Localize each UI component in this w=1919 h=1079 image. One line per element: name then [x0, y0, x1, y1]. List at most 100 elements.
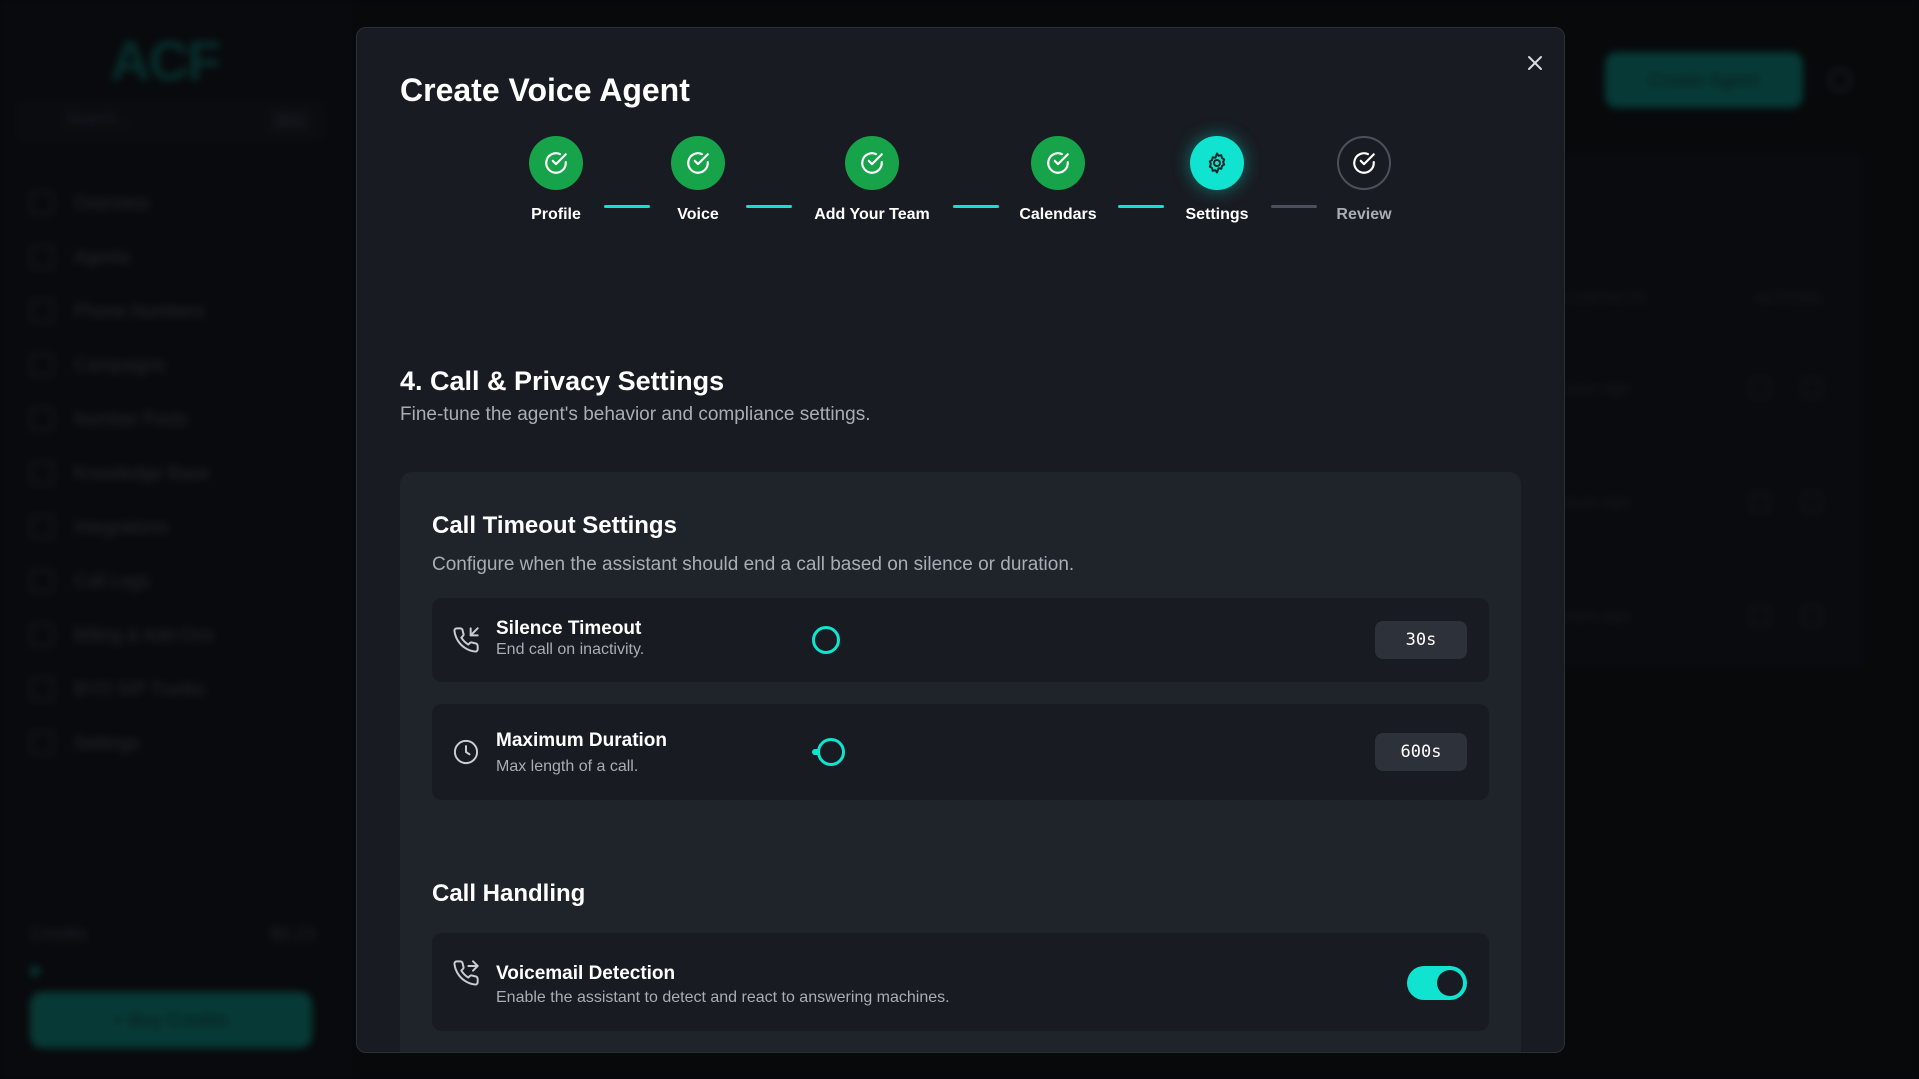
credits-label: Credits	[30, 924, 88, 944]
credits-summary: Credits $0.23	[30, 924, 315, 945]
sidebar-item-knowledge-base[interactable]: Knowledge Base	[30, 446, 214, 500]
step-circle	[529, 136, 583, 190]
sidebar-item-settings[interactable]: Settings	[30, 716, 214, 770]
slider-thumb[interactable]	[817, 738, 845, 766]
table-row: team sign	[1565, 608, 1631, 625]
check-circle-icon	[861, 152, 883, 174]
call-timeout-title: Call Timeout Settings	[432, 512, 677, 539]
maximum-duration-value: 600s	[1375, 733, 1467, 771]
sidebar-nav: Overview Agents Phone Numbers Campaigns …	[30, 176, 214, 770]
close-icon	[1528, 56, 1542, 70]
sidebar-item-label: Agents	[74, 246, 131, 267]
step-label: Voice	[677, 206, 719, 223]
voicemail-detection-toggle[interactable]	[1407, 966, 1467, 1000]
grid-icon	[30, 407, 54, 431]
step-voice[interactable]: Voice	[608, 136, 788, 224]
search-placeholder: Search...	[66, 111, 131, 128]
search-input[interactable]: Search... ⌘ K	[16, 100, 326, 142]
credit-card-icon	[30, 623, 54, 647]
modal-title: Create Voice Agent	[400, 72, 690, 108]
credits-indicator	[30, 966, 40, 976]
step-circle	[1190, 136, 1244, 190]
table-row: team sign	[1565, 494, 1631, 511]
sidebar-item-label: BYO SIP Trunks	[74, 678, 205, 699]
sidebar-item-phone-numbers[interactable]: Phone Numbers	[30, 284, 214, 338]
section-title: 4. Call & Privacy Settings	[400, 366, 725, 396]
sidebar-item-label: Settings	[74, 732, 140, 753]
silence-timeout-value: 30s	[1375, 621, 1467, 659]
col-header-actions: ACTIONS	[1755, 290, 1822, 307]
sidebar-item-label: Phone Numbers	[74, 300, 205, 321]
delete-icon[interactable]	[1802, 606, 1822, 626]
credits-value: $0.23	[269, 924, 315, 944]
delete-icon[interactable]	[1802, 378, 1822, 398]
sidebar-item-label: Call Logs	[74, 570, 150, 591]
agents-table-panel	[1560, 150, 1865, 670]
calendar-icon	[30, 353, 54, 377]
gear-icon	[1208, 152, 1226, 174]
step-label: Settings	[1185, 206, 1249, 223]
sidebar-item-integrations[interactable]: Integrations	[30, 500, 214, 554]
step-circle	[1337, 136, 1391, 190]
logo: ACF	[110, 29, 221, 92]
sidebar-item-label: Billing & Add-Ons	[74, 624, 215, 645]
edit-icon[interactable]	[1750, 492, 1770, 512]
phone-forwarded-icon	[453, 960, 479, 986]
overview-icon	[30, 191, 54, 215]
step-review[interactable]: Review	[1274, 136, 1454, 224]
step-profile[interactable]: Profile	[466, 136, 646, 224]
gear-icon[interactable]	[1828, 68, 1852, 92]
check-circle-icon	[1047, 152, 1069, 174]
step-label: Profile	[531, 206, 581, 223]
maximum-duration-slider[interactable]	[812, 735, 852, 769]
sidebar-item-label: Campaigns	[74, 354, 166, 375]
silence-timeout-slider[interactable]	[812, 623, 852, 657]
sidebar-item-label: Overview	[74, 192, 150, 213]
server-icon	[30, 677, 54, 701]
voicemail-detection-description: Enable the assistant to detect and react…	[496, 989, 950, 1006]
step-connector	[1271, 205, 1317, 208]
sidebar-item-overview[interactable]: Overview	[30, 176, 214, 230]
step-label: Review	[1336, 206, 1392, 223]
step-connector	[604, 205, 650, 208]
wizard-stepper: Profile Voice Add Your Team	[357, 136, 1564, 246]
close-button[interactable]	[1520, 48, 1550, 78]
col-header-contacts: CONTACTS	[1565, 290, 1647, 307]
section-subtitle: Fine-tune the agent's behavior and compl…	[400, 404, 871, 425]
maximum-duration-label: Maximum Duration	[496, 730, 668, 751]
sidebar-item-campaigns[interactable]: Campaigns	[30, 338, 214, 392]
sidebar-item-label: Knowledge Base	[74, 462, 210, 483]
sidebar-item-billing[interactable]: Billing & Add-Ons	[30, 608, 214, 662]
step-connector	[1118, 205, 1164, 208]
phone-incoming-icon	[453, 627, 479, 653]
delete-icon[interactable]	[1802, 492, 1822, 512]
agents-icon	[30, 245, 54, 269]
buy-credits-button[interactable]: + Buy Credits	[30, 992, 312, 1048]
step-label: Calendars	[1019, 206, 1097, 223]
slider-thumb[interactable]	[812, 626, 840, 654]
settings-icon	[30, 731, 54, 755]
check-circle-icon	[545, 152, 567, 174]
phone-icon	[30, 299, 54, 323]
silence-timeout-description: End call on inactivity.	[496, 641, 645, 658]
silence-timeout-label: Silence Timeout	[496, 618, 642, 639]
search-shortcut: ⌘ K	[270, 110, 310, 132]
sidebar-item-sip-trunks[interactable]: BYO SIP Trunks	[30, 662, 214, 716]
sidebar-item-call-logs[interactable]: Call Logs	[30, 554, 214, 608]
step-calendars[interactable]: Calendars	[968, 136, 1148, 224]
check-circle-icon	[687, 152, 709, 174]
clock-icon	[453, 739, 479, 765]
create-voice-agent-modal: Create Voice Agent Profile Voice	[356, 27, 1565, 1053]
edit-icon[interactable]	[1750, 606, 1770, 626]
edit-icon[interactable]	[1750, 378, 1770, 398]
call-timeout-subtitle: Configure when the assistant should end …	[432, 554, 1075, 575]
toggle-knob	[1437, 970, 1463, 996]
check-circle-icon	[1353, 152, 1375, 174]
sidebar-item-number-pools[interactable]: Number Pools	[30, 392, 214, 446]
step-add-your-team[interactable]: Add Your Team	[782, 136, 962, 224]
sidebar-item-agents[interactable]: Agents	[30, 230, 214, 284]
step-connector	[953, 205, 999, 208]
maximum-duration-row: Maximum Duration Max length of a call. 6…	[432, 704, 1489, 800]
step-settings[interactable]: Settings	[1127, 136, 1307, 224]
create-agent-button[interactable]: Create Agent	[1605, 52, 1803, 108]
